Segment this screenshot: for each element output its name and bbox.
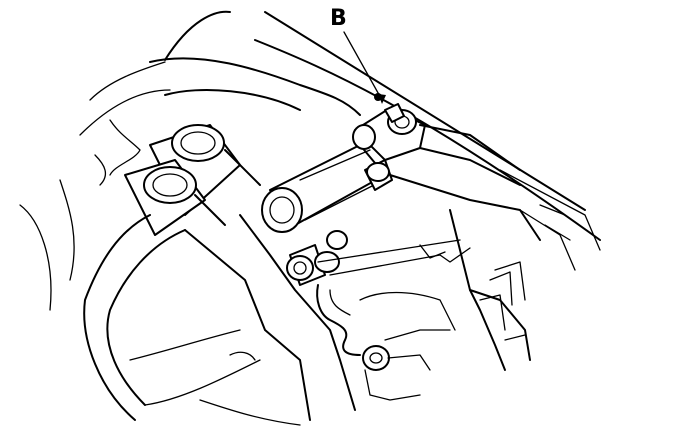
lower-housing	[19, 179, 356, 426]
twin-tubes	[124, 124, 261, 236]
lower-bolt	[286, 230, 471, 286]
callout-leader	[343, 31, 386, 104]
right-housing-ribs	[359, 174, 541, 371]
callout-label-b: B	[330, 6, 347, 31]
housing-details	[229, 204, 571, 361]
upper-housing-curve	[79, 10, 361, 186]
shift-rod	[261, 144, 386, 233]
drain-plug	[362, 345, 431, 401]
upper-bracket	[352, 107, 521, 191]
upper-housing-edge	[254, 11, 601, 271]
bolt-b	[374, 93, 405, 123]
wire-bracket	[316, 284, 361, 356]
